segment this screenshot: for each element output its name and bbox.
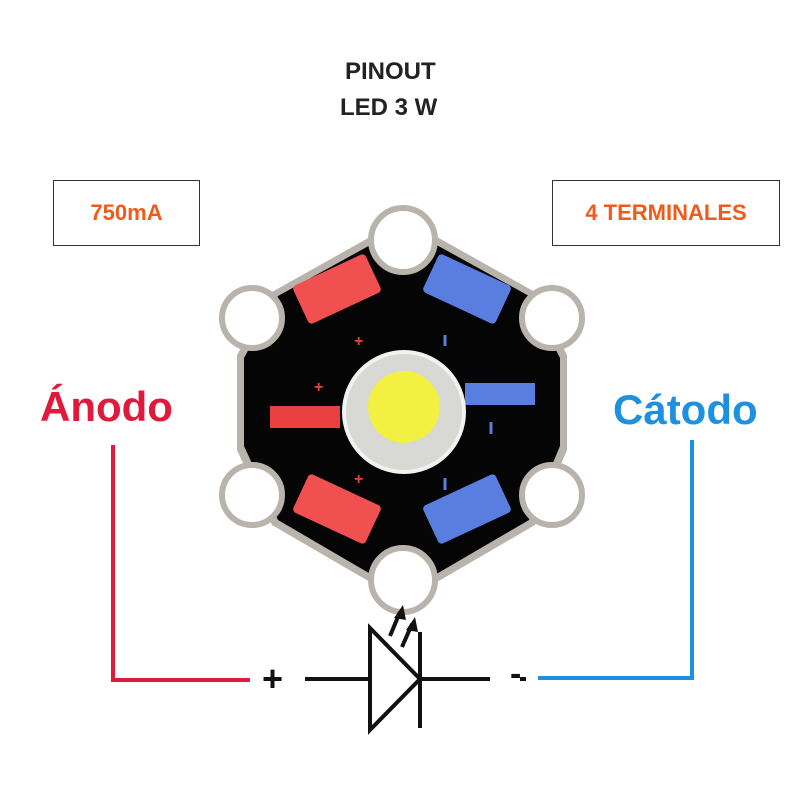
terminals-box: 4 TERMINALES [552, 180, 780, 246]
svg-text:+: + [314, 379, 323, 396]
cathode-label: Cátodo [613, 386, 758, 433]
cathode-lead [465, 383, 535, 405]
anode-lead [270, 406, 340, 428]
anode-wire [111, 445, 250, 682]
pad-cathode-top [423, 254, 511, 324]
anode-label: Ánodo [40, 383, 173, 430]
pad-cathode-bottom [423, 474, 511, 544]
current-box: 750mA [53, 180, 200, 246]
pad-anode-top [293, 254, 381, 324]
minus-sign: - [510, 655, 522, 693]
led-die [368, 371, 440, 443]
pad-anode-bottom [293, 474, 381, 544]
led-star-board: + + + [219, 205, 585, 615]
svg-text:+: + [354, 333, 363, 350]
title-led: LED 3 W [340, 94, 438, 121]
plus-sign: + [262, 658, 284, 699]
svg-text:+: + [354, 471, 363, 488]
cathode-wire [538, 440, 694, 680]
title-pinout: PINOUT [345, 58, 436, 85]
